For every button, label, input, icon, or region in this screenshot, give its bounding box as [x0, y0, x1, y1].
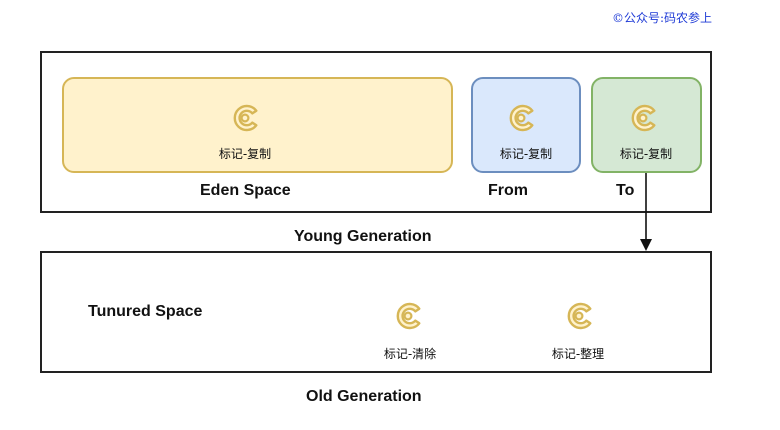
- old-generation-box: [40, 251, 712, 373]
- from-algorithm-label: 标记-复制: [499, 147, 553, 161]
- gc-cycle-icon: [233, 104, 258, 132]
- gc-cycle-icon: [567, 302, 592, 330]
- mark-sweep-label: 标记-清除: [383, 347, 437, 361]
- watermark: ©公众号:码农参上: [612, 11, 713, 25]
- eden-algorithm-label: 标记-复制: [218, 147, 272, 161]
- tenured-space-label: Tunured Space: [88, 303, 203, 320]
- mark-compact-label: 标记-整理: [551, 347, 605, 361]
- young-generation-title: Young Generation: [294, 228, 432, 245]
- to-space-label: To: [616, 182, 635, 199]
- from-space-label: From: [488, 182, 528, 199]
- to-algorithm-label: 标记-复制: [619, 147, 673, 161]
- gc-cycle-icon: [631, 104, 656, 132]
- gc-cycle-icon: [396, 302, 421, 330]
- gc-cycle-icon: [509, 104, 534, 132]
- eden-space-box: [62, 77, 453, 173]
- eden-space-label: Eden Space: [200, 182, 291, 199]
- promotion-arrow: [640, 173, 652, 251]
- old-generation-title: Old Generation: [306, 388, 422, 405]
